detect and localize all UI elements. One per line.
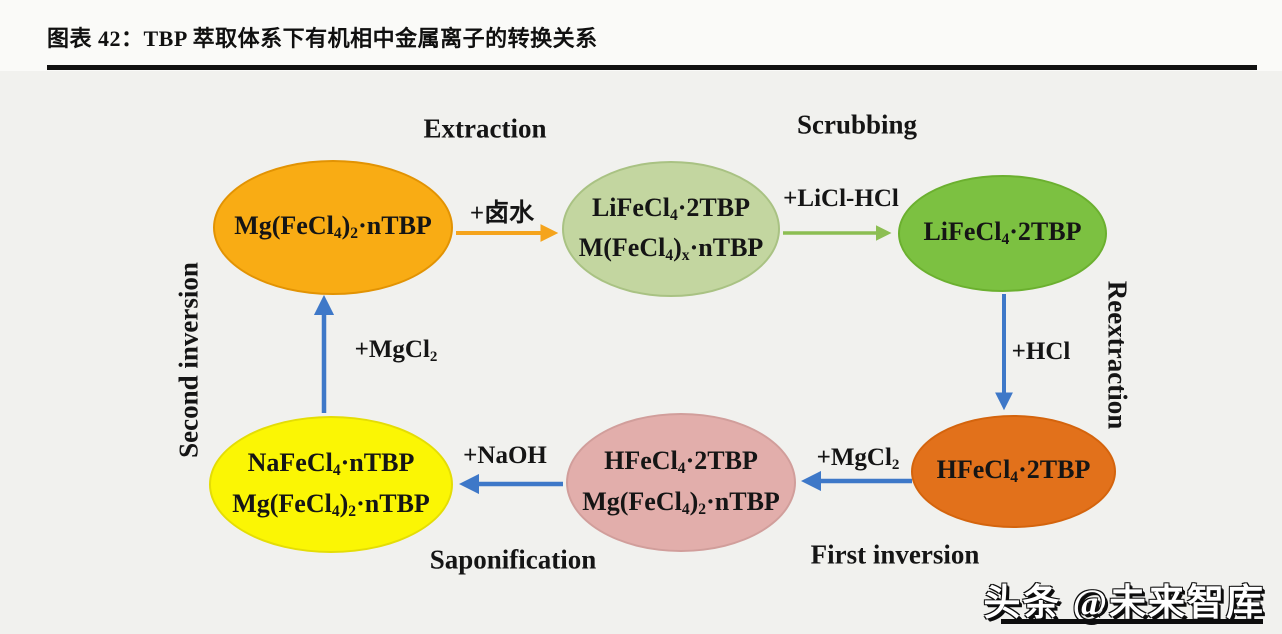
node-formula: M(FeCl4)x·nTBP xyxy=(578,233,764,264)
node-formula: Mg(FeCl4)2·nTBP xyxy=(234,211,432,243)
figure-title: 图表 42：TBP 萃取体系下有机相中金属离子的转换关系 xyxy=(47,26,598,51)
label-extraction: Extraction xyxy=(423,113,547,144)
title-divider xyxy=(47,65,1257,70)
node-formula: Mg(FeCl4)2·nTBP xyxy=(582,486,780,518)
label-scrubbing: Scrubbing xyxy=(796,109,918,140)
node-nafecl4-mixed: NaFeCl4·nTBP Mg(FeCl4)2·nTBP xyxy=(209,416,453,553)
node-formula: LiFeCl4·2TBP xyxy=(591,192,751,224)
node-formula: NaFeCl4·nTBP xyxy=(247,448,415,480)
label-second-inversion: Second inversion xyxy=(173,262,204,458)
reagent-licl-hcl: +LiCl-HCl xyxy=(783,185,899,212)
node-lifecl4: LiFeCl4·2TBP xyxy=(898,175,1107,292)
label-first-inversion: First inversion xyxy=(810,539,980,570)
node-lifecl4-mixed: LiFeCl4·2TBP M(FeCl4)x·nTBP xyxy=(562,161,780,297)
node-hfecl4-mixed: HFeCl4·2TBP Mg(FeCl4)2·nTBP xyxy=(566,413,796,552)
reagent-hcl: +HCl xyxy=(1011,338,1071,365)
reagent-mgcl2-left: +MgCl2 xyxy=(354,336,438,365)
node-hfecl4: HFeCl4·2TBP xyxy=(911,415,1116,528)
label-reextraction: Reextraction xyxy=(1102,280,1133,430)
watermark: 头条 @未来智库 xyxy=(983,583,1265,624)
label-saponification: Saponification xyxy=(429,544,597,575)
reagent-mgcl2-right: +MgCl2 xyxy=(816,444,900,473)
node-formula: HFeCl4·2TBP xyxy=(604,446,758,478)
node-mg-fecl4-ntbp: Mg(FeCl4)2·nTBP xyxy=(213,160,453,295)
node-formula: HFeCl4·2TBP xyxy=(936,455,1091,487)
node-formula: Mg(FeCl4)2·nTBP xyxy=(232,488,430,520)
watermark-underline xyxy=(1001,619,1263,624)
reagent-brine: +卤水 xyxy=(469,200,535,227)
reagent-naoh: +NaOH xyxy=(463,442,547,469)
node-formula: LiFeCl4·2TBP xyxy=(923,217,1082,249)
